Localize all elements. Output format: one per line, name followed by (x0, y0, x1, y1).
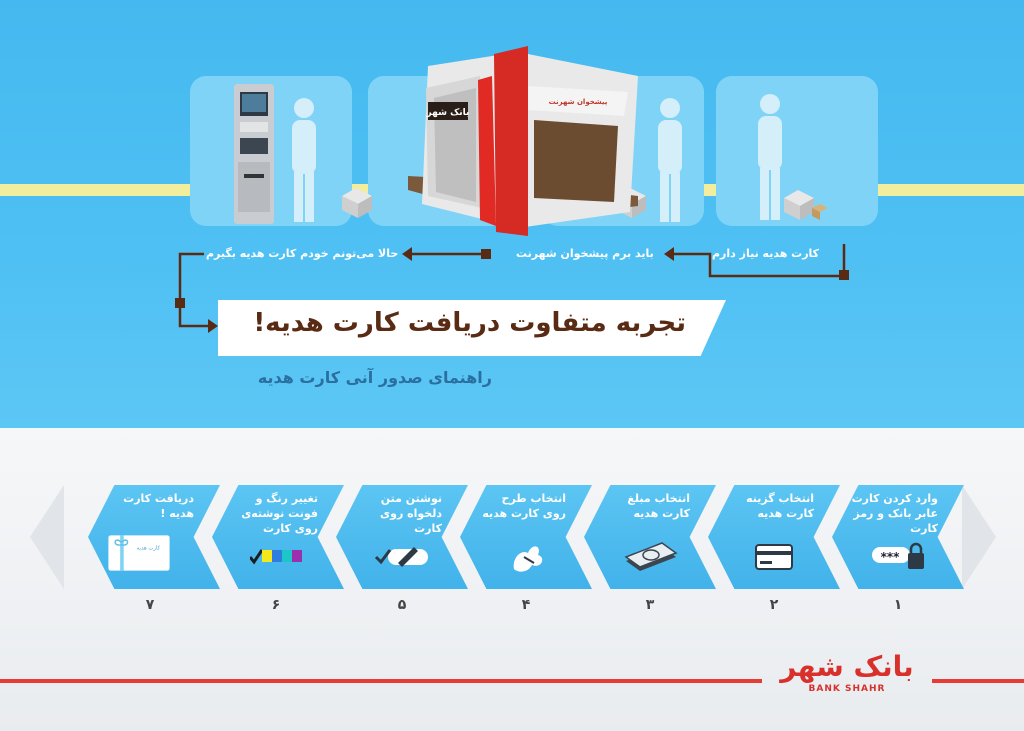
step-number: ۲ (769, 597, 779, 613)
step-number: ۶ (271, 597, 281, 613)
password-lock-icon: *** (872, 542, 924, 569)
footer-red-line-left (0, 679, 762, 683)
kiosk-sign-text: پیشخوان شهرنت (549, 98, 608, 106)
flow-label-get-card-myself: حالا می‌تونم خودم کارت هدیه بگیرم (206, 247, 399, 260)
gift-card-icon: کارت هدیه (108, 535, 170, 571)
atm-machine-icon (234, 84, 274, 224)
color-palette-icon (250, 549, 302, 565)
logo-english-text: BANK SHAHR (808, 684, 886, 694)
pin-mask-text: *** (881, 550, 901, 564)
steps-arrow-head (962, 485, 996, 589)
bank-shahr-logo: بانک شهر BANK SHAHR (772, 650, 922, 710)
step-number: ۷ (145, 597, 155, 613)
gift-card-text: کارت هدیه (137, 544, 161, 551)
pencil-text-icon (374, 547, 428, 567)
person-thinking-silhouette-icon (758, 94, 782, 220)
steps-arrow-tail (30, 485, 64, 589)
card-icon (755, 544, 793, 570)
kiosk-building-illustration: بانک شهر پیشخوان شهرنت (408, 46, 638, 236)
step-number: ۱ (893, 597, 903, 613)
step-5-write-text: نوشتن متن دلخواه روی کارت (336, 485, 468, 589)
person-silhouette-icon (658, 98, 682, 222)
step-label: انتخاب مبلغ کارت هدیه (627, 492, 690, 520)
kiosk-brand-text: بانک شهر (426, 108, 470, 118)
design-pattern-icon (513, 546, 543, 572)
illustration-area: بانک شهر پیشخوان شهرنت کارت هدیه نیاز دا… (0, 0, 1024, 428)
step-label: وارد کردن کارت عابر بانک و رمز کارت (851, 492, 938, 535)
headline-title: تجربه متفاوت دریافت کارت هدیه! (253, 308, 686, 338)
footer-red-line-right (932, 679, 1024, 683)
step-label: تغییر رنگ و فونت نوشته‌ی روی کارت (241, 492, 318, 535)
subheadline: راهنمای صدور آنی کارت هدیه (257, 368, 492, 387)
flow-label-go-to-kiosk: باید برم پیشخوان شهرنت (516, 247, 654, 260)
step-label: انتخاب گزینه کارت هدیه (746, 492, 814, 520)
package-box-icon (342, 188, 372, 218)
step-6-change-color-font: تغییر رنگ و فونت نوشته‌ی روی کارت (212, 485, 344, 589)
step-label: انتخاب طرح روی کارت هدیه (482, 492, 566, 520)
person-silhouette-icon (292, 98, 316, 222)
flow-label-need-gift-card: کارت هدیه نیاز دارم (712, 247, 820, 260)
step-number: ۵ (397, 597, 407, 613)
step-label: نوشتن متن دلخواه روی کارت (380, 492, 442, 535)
flow-arrows (175, 244, 849, 333)
step-number: ۳ (645, 597, 655, 613)
logo-persian-text: بانک شهر (780, 650, 914, 683)
step-number: ۴ (521, 597, 531, 613)
headline-banner: تجربه متفاوت دریافت کارت هدیه! (218, 300, 726, 356)
banknotes-icon (624, 542, 678, 571)
step-label: دریافت کارت هدیه ! (123, 492, 194, 520)
step-7-receive-gift-card: دریافت کارت هدیه ! کارت هدیه (88, 485, 220, 589)
step-4-select-design: انتخاب طرح روی کارت هدیه (460, 485, 592, 589)
package-box-icon (784, 190, 828, 220)
